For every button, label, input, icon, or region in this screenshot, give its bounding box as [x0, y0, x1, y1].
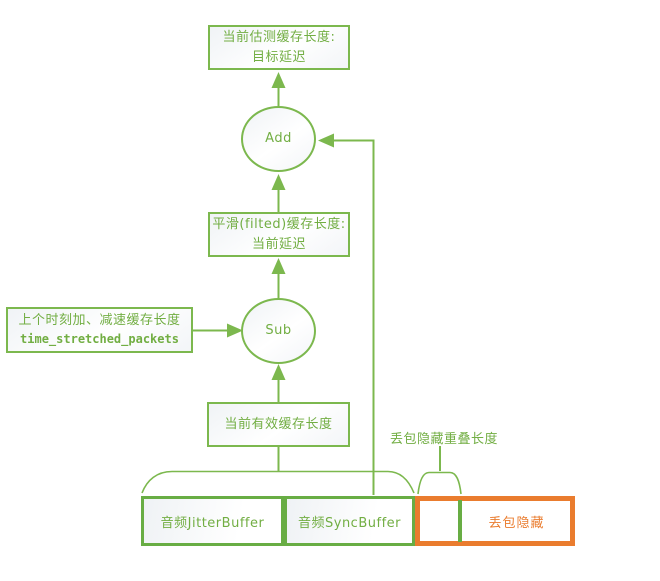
estimated-buffer-box: 当前估测缓存长度: 目标延迟	[208, 25, 350, 70]
add-operator-label: Add	[265, 131, 292, 146]
buffer-group-brace	[141, 470, 415, 494]
sync-buffer-label: 音频SyncBuffer	[298, 515, 401, 531]
arrowhead-right-into-sub	[227, 323, 243, 338]
packet-loss-concealment-label: 丢包隐藏	[488, 515, 545, 531]
sub-operator-node: Sub	[241, 298, 316, 364]
overlap-divider	[458, 500, 462, 542]
arrowhead-up-into-sub	[271, 364, 286, 380]
arrowhead-up-into-smoothed	[271, 258, 286, 274]
packet-loss-concealment-cell	[415, 496, 575, 546]
sync-buffer-cell: 音频SyncBuffer	[284, 496, 415, 546]
estimated-buffer-line2: 目标延迟	[251, 49, 306, 65]
estimated-buffer-line1: 当前估测缓存长度:	[222, 29, 336, 45]
jitter-buffer-label: 音频JitterBuffer	[160, 515, 265, 531]
effective-buffer-box: 当前有效缓存长度	[207, 402, 350, 447]
time-stretched-box: 上个时刻加、减速缓存长度 time_stretched_packets	[6, 307, 193, 353]
arrowhead-up-into-add	[271, 174, 286, 190]
jitter-buffer-cell: 音频JitterBuffer	[141, 496, 284, 546]
edge-buffer-feedback-to-add	[333, 139, 375, 495]
time-stretched-line2: time_stretched_packets	[20, 332, 179, 346]
time-stretched-line1: 上个时刻加、减速缓存长度	[18, 313, 181, 328]
effective-buffer-label: 当前有效缓存长度	[224, 416, 333, 432]
add-operator-node: Add	[241, 106, 316, 172]
arrowhead-up-into-estimated	[271, 72, 286, 88]
sub-operator-label: Sub	[265, 323, 292, 338]
arrowhead-left-into-add	[318, 133, 334, 148]
smoothed-buffer-line1: 平滑(filted)缓存长度:	[212, 216, 346, 232]
overlap-segment-brace	[417, 471, 462, 495]
overlap-length-label: 丢包隐藏重叠长度	[390, 432, 499, 447]
smoothed-buffer-box: 平滑(filted)缓存长度: 当前延迟	[208, 212, 350, 257]
smoothed-buffer-line2: 当前延迟	[251, 236, 306, 252]
